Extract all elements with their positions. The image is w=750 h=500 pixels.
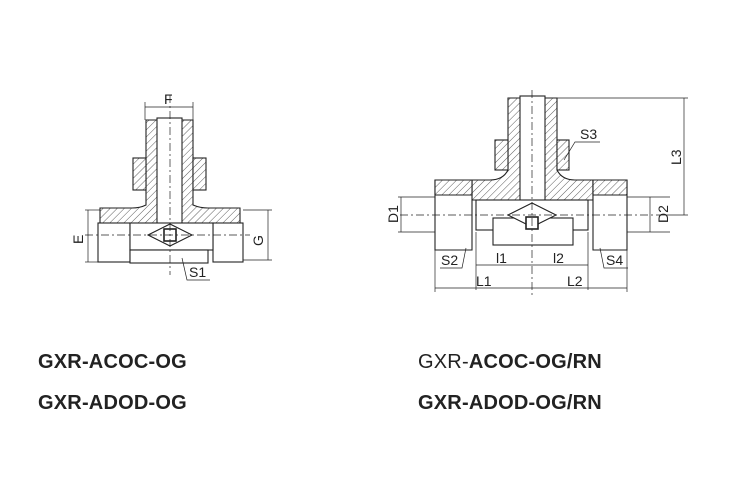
dim-label-G: G (250, 235, 266, 246)
dim-label-D1: D1 (385, 205, 401, 223)
dim-label-l2: l2 (553, 250, 564, 266)
dim-label-L2: L2 (567, 273, 583, 289)
dim-label-l1: l1 (496, 250, 507, 266)
model-prefix: GXR- (418, 351, 469, 373)
dim-label-E: E (70, 235, 86, 244)
model-prefix: GXR- (418, 392, 469, 414)
model-code-right-1: GXR-ACOC-OG/RN (418, 351, 602, 374)
left-tee-fitting-drawing (85, 95, 272, 281)
dim-label-L1: L1 (476, 273, 492, 289)
dim-label-D2: D2 (655, 205, 671, 223)
dim-label-F: F (164, 91, 173, 107)
dim-label-L3: L3 (668, 149, 684, 165)
dim-label-S1: S1 (189, 264, 206, 280)
dim-label-S4: S4 (606, 252, 623, 268)
model-code-left-2: GXR-ADOD-OG (38, 392, 187, 414)
dim-label-S3: S3 (580, 126, 597, 142)
model-code-left-1: GXR-ACOC-OG (38, 351, 187, 373)
model-code: ADOD-OG/RN (468, 392, 602, 414)
right-tee-fitting-drawing (398, 90, 688, 295)
model-code: ACOC-OG/RN (468, 351, 602, 373)
model-code-right-2: GXR-ADOD-OG/RN (418, 392, 602, 415)
dim-label-S2: S2 (441, 252, 458, 268)
